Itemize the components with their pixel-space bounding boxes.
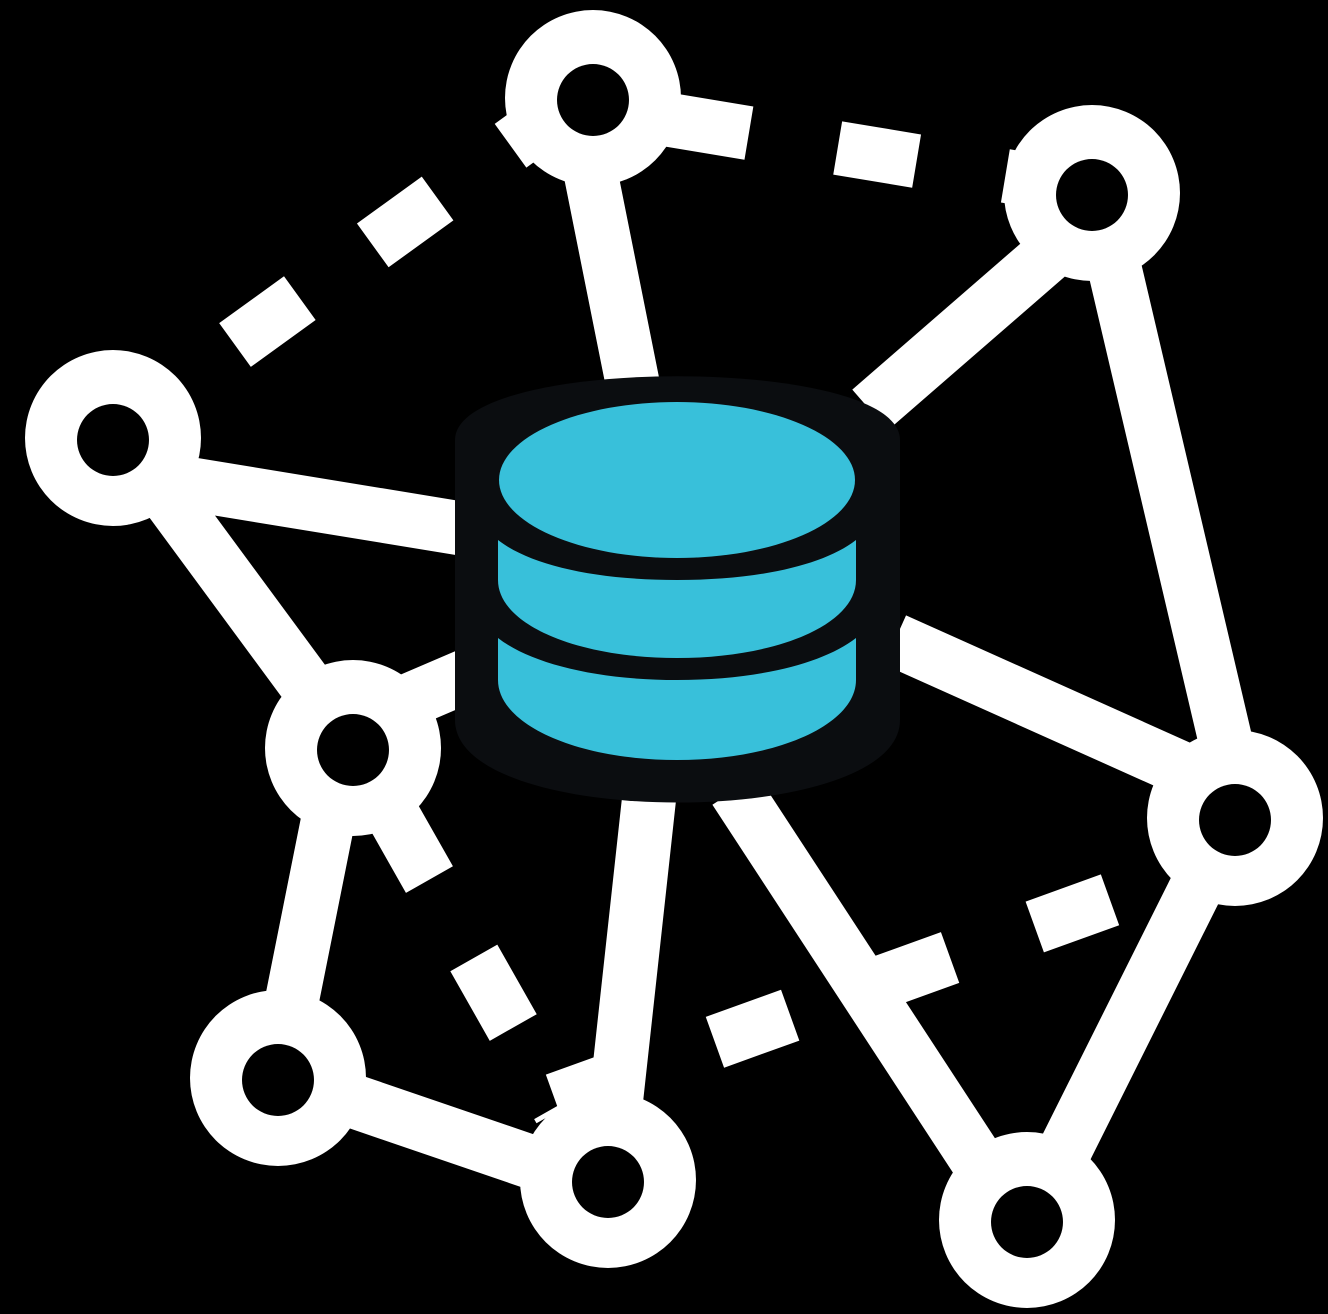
dashed-link-top-to-topright [665,93,1035,207]
node-bottom-mid [520,1092,696,1268]
dashed-link-left-to-top [219,88,576,367]
link-left-to-midleft [148,483,332,707]
node-left [25,350,201,526]
node-mid-left [265,660,441,836]
link-left-to-db [160,453,475,557]
link-db-to-right [883,615,1197,795]
dashed-link-bottommid-to-right [545,854,1175,1126]
link-topright-to-right [1088,263,1257,767]
dashed-links [219,88,1175,1126]
node-lower-left [190,990,366,1166]
link-midleft-to-lowleft [263,804,357,1016]
dashed-link-midleft-to-bottommid [366,796,584,1124]
node-top [505,10,681,186]
database-bottom-disk [498,638,856,760]
link-lowleft-to-bottommid [341,1074,549,1191]
nodes [25,10,1323,1308]
database-middle-disk [498,540,856,658]
node-top-right [1004,105,1180,281]
node-right [1147,730,1323,906]
database-top-disk [499,402,855,558]
node-bottom-right [939,1132,1115,1308]
link-right-to-bottomright [1040,877,1220,1163]
database-icon [455,376,900,803]
link-db-to-bottomright [712,775,1013,1195]
link-topright-to-db [852,224,1078,431]
